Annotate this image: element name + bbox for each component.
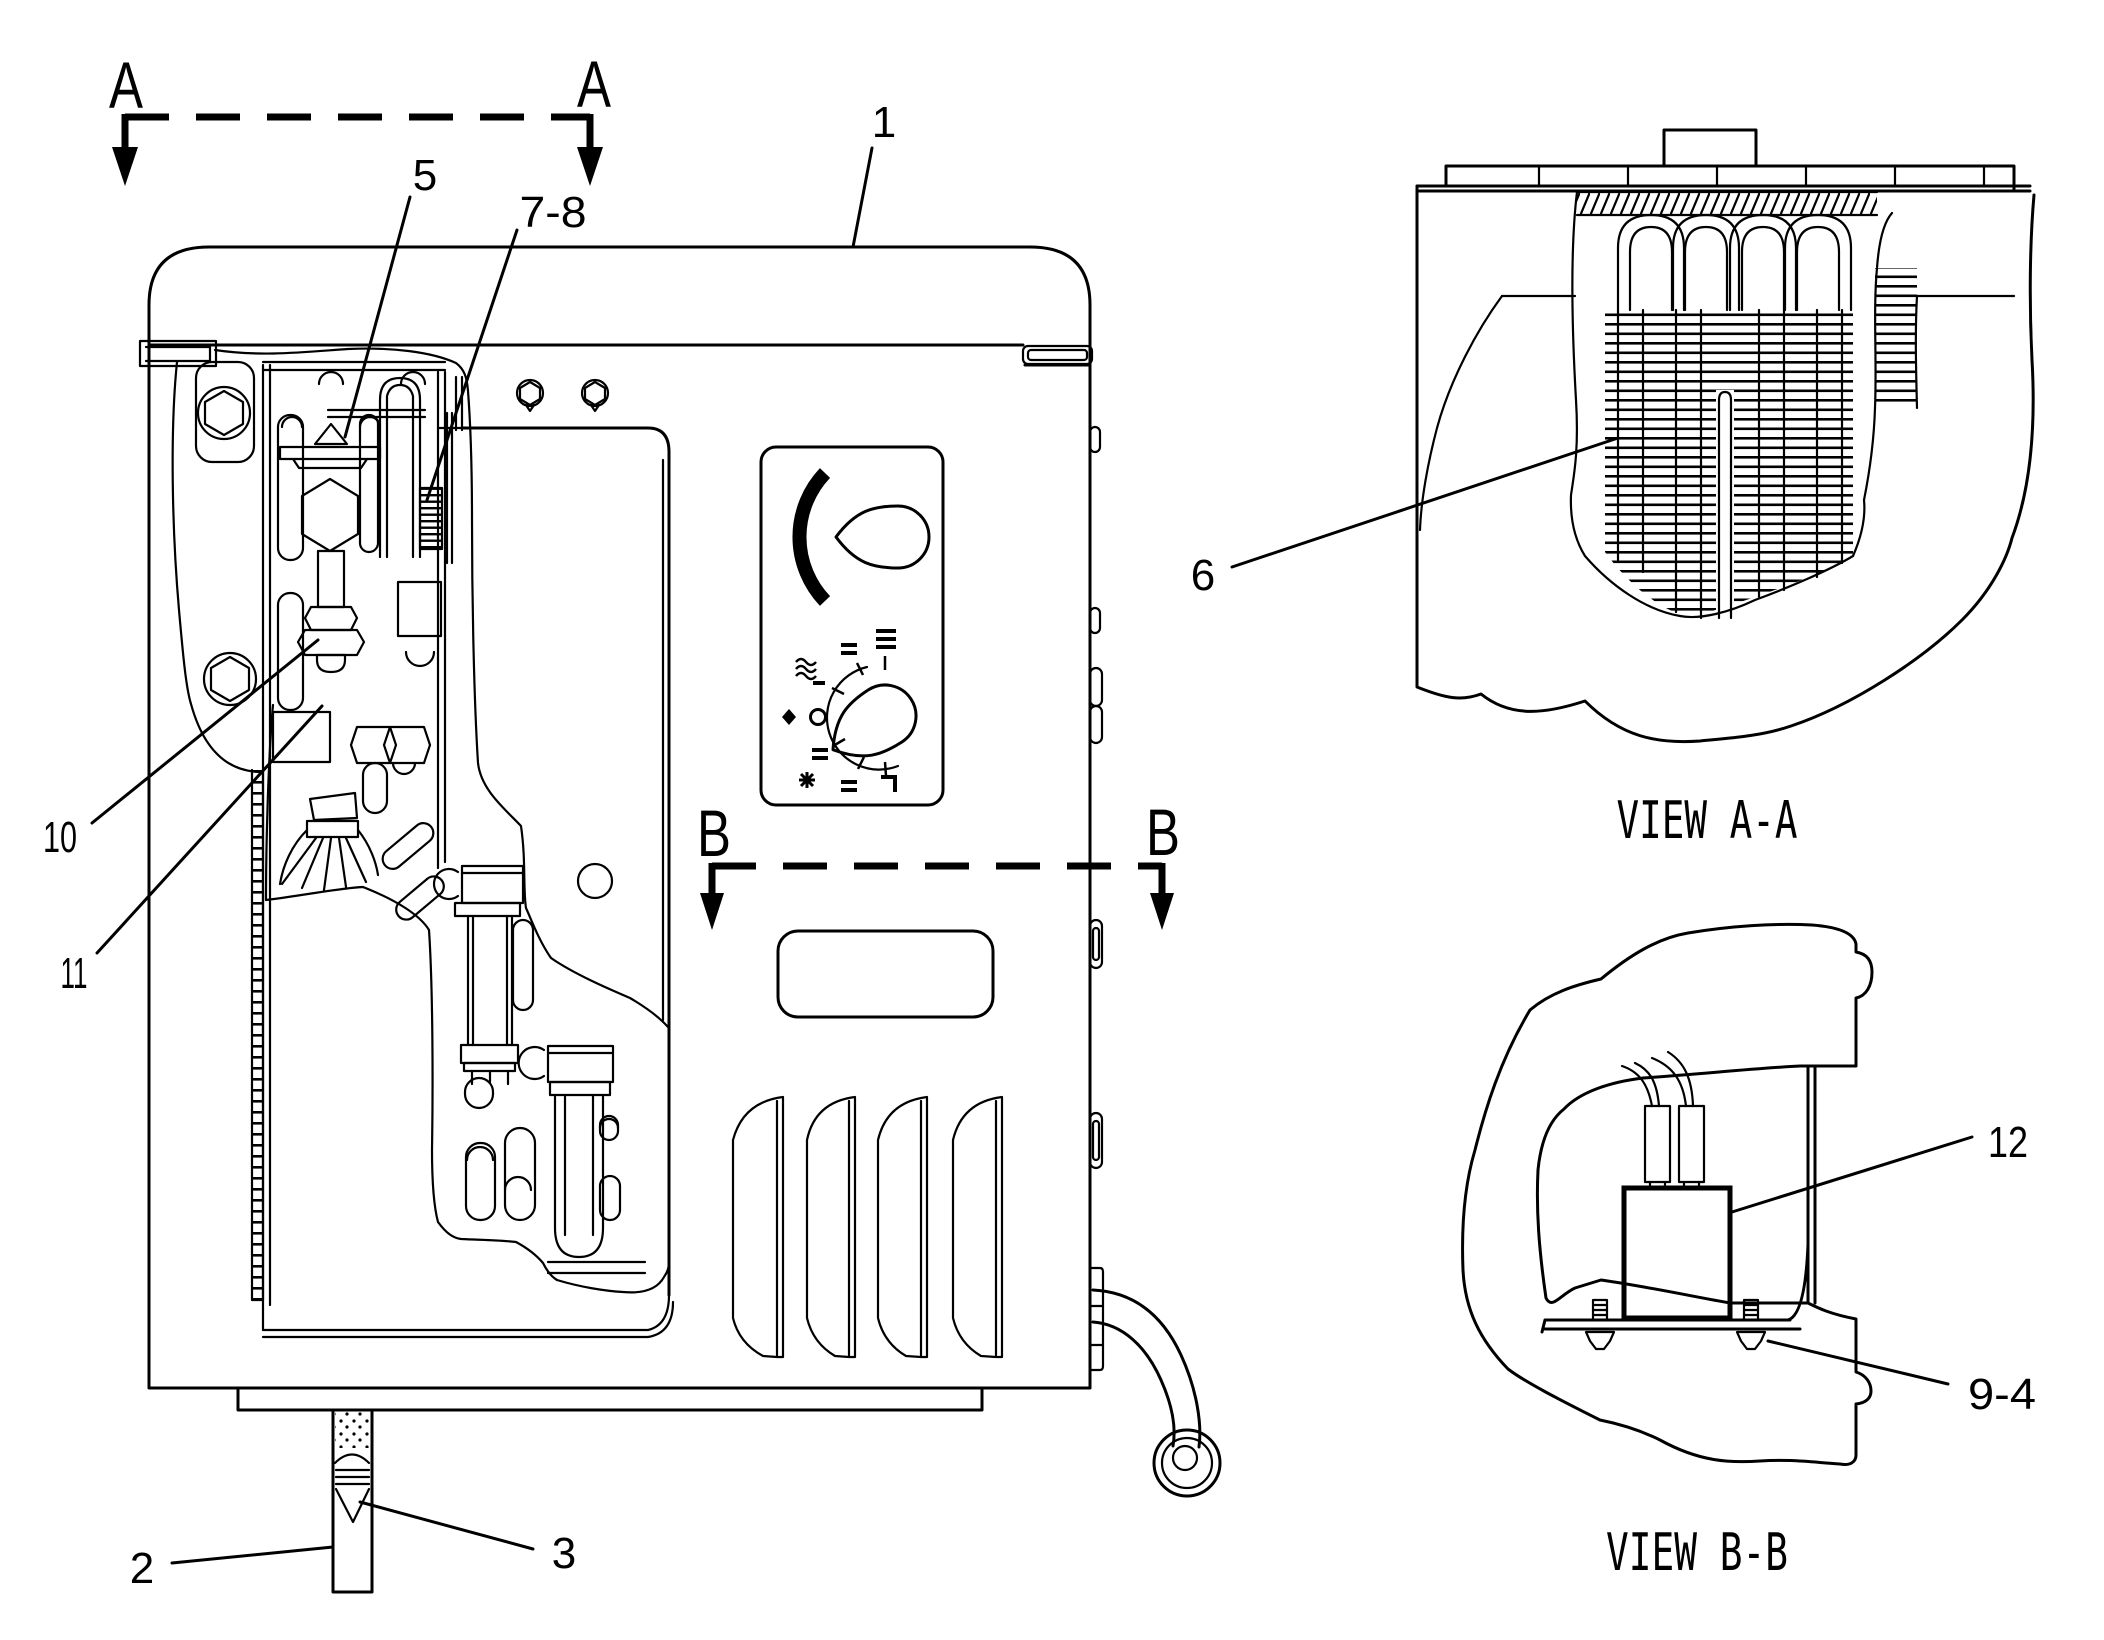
valve-assembly	[271, 408, 432, 892]
drain-hose	[1091, 1288, 1222, 1498]
dial-arc	[825, 665, 900, 771]
solenoid-block	[1620, 1050, 1733, 1321]
bb-torn-sheet	[1461, 922, 1874, 1466]
vent-louvers	[731, 1095, 1004, 1359]
aa-top-knob	[1662, 128, 1758, 168]
svg-text:12: 12	[1988, 1118, 2028, 1167]
section-b-arrow-left-icon	[700, 893, 724, 930]
svg-text:3: 3	[552, 1529, 576, 1578]
section-b-label-right: B	[1146, 795, 1180, 869]
svg-text:10: 10	[43, 813, 77, 862]
side-tabs	[1088, 425, 1105, 1372]
pipe-clamps	[432, 864, 647, 1275]
section-cut-b: B B	[697, 795, 1180, 930]
callout-2: 2	[130, 1544, 335, 1593]
dial-symbols	[782, 629, 897, 792]
junction-box	[396, 580, 443, 638]
control-panel	[759, 445, 945, 807]
view-bb-title: VIEW B-B	[1606, 1523, 1788, 1583]
callout-7-8: 7-8	[425, 188, 587, 502]
view-bb: VIEW B-B	[1461, 922, 1874, 1583]
section-a-label-right: A	[577, 47, 611, 121]
pipe-assembly	[378, 376, 454, 668]
callout-9-4: 9-4	[1766, 1339, 2036, 1419]
svg-text:9-4: 9-4	[1968, 1370, 2036, 1419]
section-cut-a: A A	[109, 47, 611, 186]
section-b-label-left: B	[697, 796, 731, 870]
callout-1: 1	[851, 98, 896, 249]
cabinet-outline	[138, 245, 1105, 1412]
mounting-bracket	[171, 360, 264, 774]
callout-12: 12	[1730, 1118, 2028, 1214]
fan-knob-icon	[831, 683, 918, 758]
cutaway-edge-lower	[264, 703, 559, 1282]
svg-text:1: 1	[872, 98, 896, 147]
corrugated-strip	[251, 770, 263, 1300]
threaded-fitting	[420, 488, 442, 549]
mounting-screws	[1584, 1298, 1767, 1351]
section-b-arrow-right-icon	[1150, 893, 1174, 930]
callout-11: 11	[61, 704, 324, 998]
section-a-arrow-right-icon	[577, 147, 603, 186]
callout-3: 3	[358, 1500, 576, 1578]
view-aa-title: VIEW A-A	[1617, 791, 1798, 851]
label-plate	[776, 929, 995, 1019]
aa-torn-sheet	[1415, 184, 2036, 744]
svg-text:7-8: 7-8	[520, 188, 587, 237]
svg-text:5: 5	[413, 151, 437, 200]
cutaway-edge-top	[213, 347, 670, 1029]
hose-grommet-icon	[1152, 1428, 1222, 1498]
wires	[1620, 1050, 1695, 1108]
evaporator-frame	[250, 360, 622, 1332]
condenser-coil	[1569, 190, 1919, 620]
section-a-arrow-left-icon	[112, 147, 138, 186]
hex-bolt-icon	[202, 651, 258, 707]
svg-text:2: 2	[130, 1544, 154, 1593]
svg-text:11: 11	[61, 949, 88, 998]
callout-10: 10	[43, 638, 320, 862]
drain-tip	[334, 1487, 371, 1524]
panel-hole	[576, 862, 614, 900]
main-unit	[138, 245, 1222, 1594]
hex-bolt-icon	[196, 385, 252, 441]
section-a-label-left: A	[109, 48, 143, 122]
callouts: 1 5 7-8 10 11 2 3 6	[43, 98, 2036, 1593]
drain-tube	[331, 1408, 374, 1594]
mode-knob-icon	[834, 504, 931, 570]
svg-text:6: 6	[1191, 551, 1215, 600]
front-panel	[460, 426, 671, 1297]
callout-6: 6	[1191, 436, 1620, 600]
nozzle	[278, 791, 380, 892]
view-aa: VIEW A-A	[1415, 128, 2036, 851]
valve-cone	[313, 422, 349, 446]
callout-5: 5	[343, 151, 437, 439]
mode-arc-icon	[792, 468, 831, 606]
front-screws	[515, 378, 610, 413]
union-nut	[296, 628, 366, 657]
aa-top-plate	[1415, 128, 2032, 193]
left-mechanism	[171, 347, 675, 1339]
